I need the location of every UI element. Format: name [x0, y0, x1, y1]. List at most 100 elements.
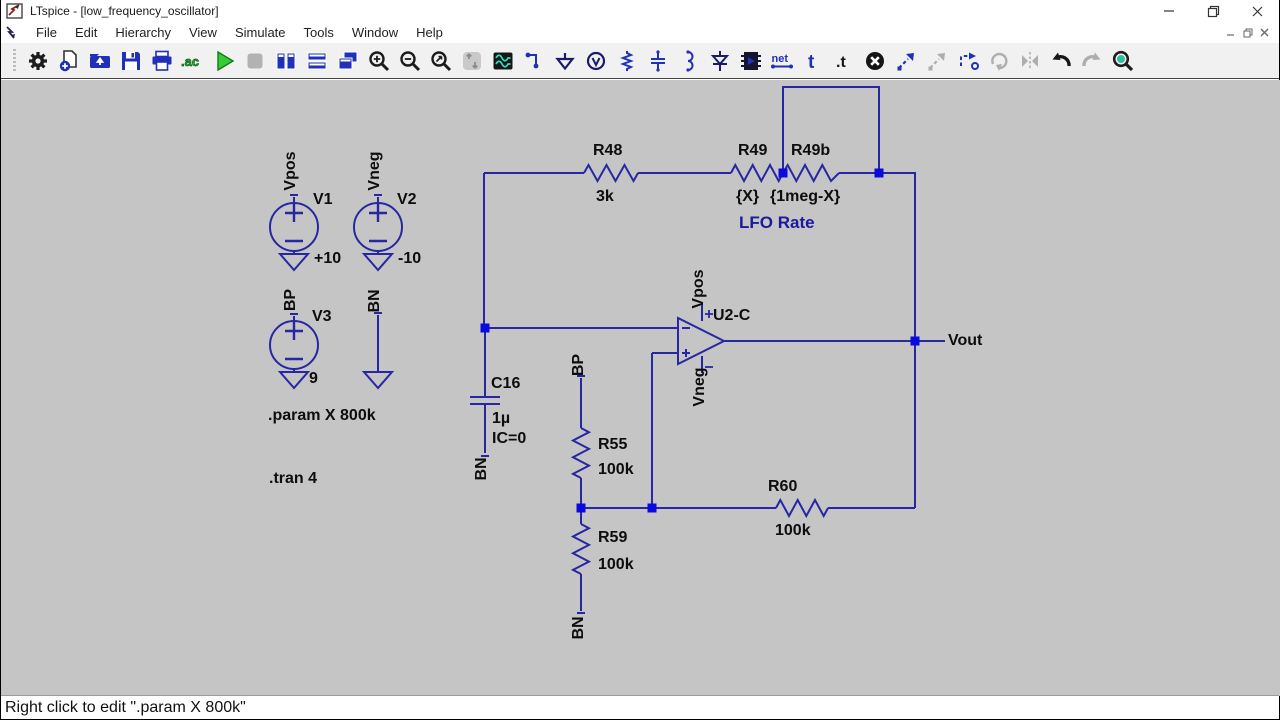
mirror-button[interactable]	[1014, 46, 1045, 76]
comment-lfo-rate[interactable]: LFO Rate	[739, 213, 815, 232]
directive-tran[interactable]: .tran 4	[269, 470, 318, 487]
run-icon	[216, 50, 234, 71]
ref-label-r49[interactable]: R49	[738, 142, 768, 159]
resistor-R48-symbol[interactable]	[583, 162, 639, 184]
voltage-source-V1-symbol[interactable]	[269, 194, 319, 272]
child-close-icon	[1260, 28, 1269, 37]
capacitor-button[interactable]	[642, 46, 673, 76]
find-button[interactable]	[1107, 46, 1138, 76]
resistor-button[interactable]	[611, 46, 642, 76]
ref-label-c16[interactable]: C16	[491, 375, 521, 392]
net-label-bn-stub[interactable]: BN	[366, 289, 383, 313]
schematic-child-icon	[6, 26, 15, 39]
net-label-vout[interactable]: Vout	[948, 332, 983, 349]
value-label-r59[interactable]: 100k	[598, 556, 634, 573]
pan-button[interactable]	[456, 46, 487, 76]
value-label-v2[interactable]: -10	[398, 250, 422, 267]
menu-hierarchy[interactable]: Hierarchy	[115, 25, 171, 40]
wire-button[interactable]	[518, 46, 549, 76]
zoom-out-button[interactable]	[394, 46, 425, 76]
voltage-source-button[interactable]	[580, 46, 611, 76]
delete-button[interactable]	[859, 46, 890, 76]
undo-button[interactable]	[1045, 46, 1076, 76]
rotate-button[interactable]	[983, 46, 1014, 76]
value-label-r55[interactable]: 100k	[598, 461, 634, 478]
ref-label-r48[interactable]: R48	[593, 142, 623, 159]
save-button[interactable]	[115, 46, 146, 76]
halt-button[interactable]	[239, 46, 270, 76]
ref-label-r49b[interactable]: R49b	[791, 142, 831, 159]
resistor-R49b-symbol[interactable]	[782, 162, 840, 184]
control-panel-button[interactable]	[22, 46, 53, 76]
tile-vertical-button[interactable]	[270, 46, 301, 76]
ref-label-r59[interactable]: R59	[598, 529, 628, 546]
resistor-R60-symbol[interactable]	[775, 497, 829, 519]
tile-horizontal-button[interactable]	[301, 46, 332, 76]
menu-file[interactable]: File	[36, 25, 57, 40]
resistor-R59-symbol[interactable]	[570, 508, 592, 614]
open-button[interactable]	[84, 46, 115, 76]
resistor-R55-symbol[interactable]	[570, 375, 592, 508]
net-label-bn-r59[interactable]: BN	[570, 616, 587, 640]
net-label-vneg-opamp[interactable]: Vneg	[691, 367, 708, 407]
ground-button[interactable]	[549, 46, 580, 76]
waveform-button[interactable]	[487, 46, 518, 76]
value-label-v3[interactable]: 9	[309, 370, 318, 387]
child-restore-button[interactable]	[1239, 26, 1256, 40]
minimize-button[interactable]	[1147, 0, 1191, 22]
directive-param[interactable]: .param X 800k	[268, 407, 376, 424]
net-label-vpos-opamp[interactable]: Vpos	[690, 269, 707, 309]
text-button[interactable]: t	[797, 46, 828, 76]
value-label-r49b[interactable]: {1meg-X}	[770, 188, 841, 205]
component-button[interactable]	[735, 46, 766, 76]
inductor-button[interactable]	[673, 46, 704, 76]
net-label-bp-r55[interactable]: BP	[570, 353, 587, 377]
diode-button[interactable]	[704, 46, 735, 76]
net-label-vpos-v1[interactable]: Vpos	[282, 151, 299, 191]
restore-button[interactable]	[1191, 0, 1235, 22]
voltage-source-V2-symbol[interactable]	[353, 194, 403, 272]
open-folder-icon	[89, 53, 110, 68]
ref-label-r60[interactable]: R60	[768, 478, 798, 495]
schematic-canvas[interactable]: Vpos V1 +10 Vneg V2 -10 BP V3 9 BN .para…	[1, 80, 1280, 696]
ref-label-r55[interactable]: R55	[598, 436, 628, 453]
net-label-bp-v3[interactable]: BP	[282, 288, 299, 312]
ground-stub-BN-symbol[interactable]	[361, 312, 395, 390]
menu-help[interactable]: Help	[416, 25, 443, 40]
ref-label-v3[interactable]: V3	[312, 308, 332, 325]
net-label-bn-c16[interactable]: BN	[473, 457, 490, 481]
menu-view[interactable]: View	[188, 25, 217, 40]
value-label-v1[interactable]: +10	[314, 250, 342, 267]
menu-simulate[interactable]: Simulate	[234, 25, 286, 40]
menu-tools[interactable]: Tools	[303, 25, 334, 40]
child-close-button[interactable]	[1256, 26, 1273, 40]
move-button[interactable]	[890, 46, 921, 76]
print-button[interactable]	[146, 46, 177, 76]
drag-button[interactable]	[952, 46, 983, 76]
net-label-button[interactable]: net	[766, 46, 797, 76]
resistor-R49-symbol[interactable]	[730, 162, 784, 184]
cascade-button[interactable]	[332, 46, 363, 76]
close-button[interactable]	[1235, 0, 1279, 22]
value-label-r49[interactable]: {X}	[736, 188, 760, 205]
ref-label-v1[interactable]: V1	[313, 191, 333, 208]
menu-edit[interactable]: Edit	[74, 25, 98, 40]
zoom-in-button[interactable]	[363, 46, 394, 76]
netlist-ac-button[interactable]: .ac	[177, 46, 208, 76]
value-label-c16[interactable]: 1µ	[492, 410, 511, 427]
wire-network[interactable]	[483, 86, 945, 509]
redo-button[interactable]	[1076, 46, 1107, 76]
spice-directive-button[interactable]: .t	[828, 46, 859, 76]
net-label-vneg-v2[interactable]: Vneg	[366, 151, 383, 191]
run-button[interactable]	[208, 46, 239, 76]
duplicate-button[interactable]	[921, 46, 952, 76]
zoom-fit-button[interactable]	[425, 46, 456, 76]
menu-window[interactable]: Window	[351, 25, 399, 40]
new-schematic-button[interactable]	[53, 46, 84, 76]
ref-label-v2[interactable]: V2	[397, 191, 417, 208]
ref-label-u2c[interactable]: U2-C	[713, 307, 751, 324]
ic-label-c16[interactable]: IC=0	[492, 430, 527, 447]
value-label-r48[interactable]: 3k	[596, 188, 614, 205]
child-minimize-button[interactable]	[1222, 26, 1239, 40]
value-label-r60[interactable]: 100k	[775, 522, 811, 539]
